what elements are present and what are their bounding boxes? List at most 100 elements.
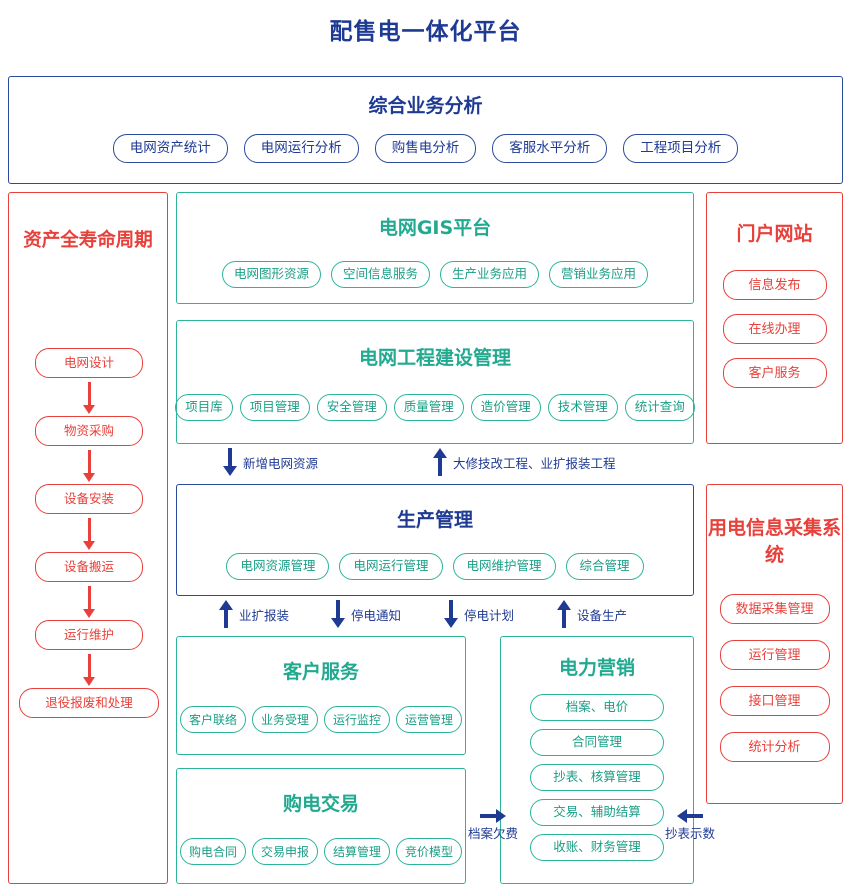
item-settlement-management[interactable]: 结算管理 bbox=[324, 838, 391, 865]
item-gis-marketing-application[interactable]: 营销业务应用 bbox=[549, 261, 649, 288]
arrow-up-icon bbox=[556, 600, 572, 628]
arrow-right-icon bbox=[480, 808, 506, 824]
arrow-up-icon bbox=[218, 600, 234, 628]
production-items: 电网资源管理 电网运行管理 电网维护管理 综合管理 bbox=[177, 553, 693, 580]
connector-overhaul-projects: 大修技改工程、业扩报装工程 bbox=[432, 448, 616, 476]
item-purchase-contract[interactable]: 购电合同 bbox=[179, 838, 246, 865]
item-grid-maintenance-management[interactable]: 电网维护管理 bbox=[452, 553, 556, 580]
gis-items: 电网图形资源 空间信息服务 生产业务应用 营销业务应用 bbox=[177, 261, 693, 288]
item-project-management[interactable]: 项目管理 bbox=[239, 394, 310, 421]
item-trade-auxiliary-settlement[interactable]: 交易、辅助结算 bbox=[530, 799, 664, 826]
item-operation-monitoring[interactable]: 运行监控 bbox=[324, 706, 391, 733]
asset-step-material-procurement[interactable]: 物资采购 bbox=[35, 416, 143, 446]
item-operation-management[interactable]: 运营管理 bbox=[396, 706, 463, 733]
connector-label-meter-reading: 抄表示数 bbox=[665, 826, 716, 841]
marketing-items: 档案、电价 合同管理 抄表、核算管理 交易、辅助结算 收账、财务管理 bbox=[501, 694, 693, 861]
engineering-items: 项目库 项目管理 安全管理 质量管理 造价管理 技术管理 统计查询 bbox=[175, 394, 695, 421]
asset-arrow-3 bbox=[80, 518, 98, 550]
item-online-handling[interactable]: 在线办理 bbox=[722, 314, 827, 344]
item-grid-operation-management[interactable]: 电网运行管理 bbox=[339, 553, 443, 580]
asset-arrow-4 bbox=[80, 586, 98, 618]
item-grid-asset-statistics[interactable]: 电网资产统计 bbox=[112, 134, 228, 163]
panel-title-grid-gis: 电网GIS平台 bbox=[378, 217, 492, 239]
arrow-up-icon bbox=[432, 448, 448, 476]
asset-step-equipment-transport[interactable]: 设备搬运 bbox=[35, 552, 143, 582]
panel-customer-service: 客户服务 客户联络 业务受理 运行监控 运营管理 bbox=[176, 636, 466, 755]
panel-title-integrated-analysis: 综合业务分析 bbox=[368, 95, 483, 117]
item-meter-reading-accounting[interactable]: 抄表、核算管理 bbox=[530, 764, 664, 791]
item-collection-finance-management[interactable]: 收账、财务管理 bbox=[530, 834, 664, 861]
item-purchase-sale-analysis[interactable]: 购售电分析 bbox=[374, 134, 477, 163]
connector-label-outage-notice: 停电通知 bbox=[351, 607, 402, 623]
asset-arrow-1 bbox=[80, 382, 98, 414]
integrated-analysis-items: 电网资产统计 电网运行分析 购售电分析 客服水平分析 工程项目分析 bbox=[9, 134, 842, 163]
item-safety-management[interactable]: 安全管理 bbox=[316, 394, 387, 421]
connector-label-overhaul-projects: 大修技改工程、业扩报装工程 bbox=[453, 455, 616, 471]
item-trade-declaration[interactable]: 交易申报 bbox=[251, 838, 318, 865]
connector-outage-plan: 停电计划 bbox=[443, 600, 514, 628]
item-comprehensive-management[interactable]: 综合管理 bbox=[565, 553, 644, 580]
item-gis-spatial-info-service[interactable]: 空间信息服务 bbox=[330, 261, 430, 288]
panel-title-portal-website: 门户网站 bbox=[736, 223, 813, 245]
panel-engineering-construction: 电网工程建设管理 项目库 项目管理 安全管理 质量管理 造价管理 技术管理 统计… bbox=[175, 320, 695, 444]
item-technical-management[interactable]: 技术管理 bbox=[547, 394, 618, 421]
item-customer-service-level-analysis[interactable]: 客服水平分析 bbox=[492, 134, 608, 163]
asset-arrow-2 bbox=[80, 450, 98, 482]
connector-outage-notice: 停电通知 bbox=[330, 600, 401, 628]
portal-items: 信息发布 在线办理 客户服务 bbox=[707, 270, 842, 388]
item-gis-production-application[interactable]: 生产业务应用 bbox=[440, 261, 540, 288]
item-statistics-query[interactable]: 统计查询 bbox=[624, 394, 695, 421]
panel-title-power-purchase-trading: 购电交易 bbox=[282, 793, 359, 815]
item-contract-management[interactable]: 合同管理 bbox=[530, 729, 664, 756]
item-customer-contact[interactable]: 客户联络 bbox=[179, 706, 246, 733]
connector-business-expansion: 业扩报装 bbox=[218, 600, 289, 628]
arrow-down-icon bbox=[443, 600, 459, 628]
arrow-down-icon bbox=[222, 448, 238, 476]
item-archive-tariff[interactable]: 档案、电价 bbox=[530, 694, 664, 721]
connector-equipment-production: 设备生产 bbox=[556, 600, 627, 628]
panel-asset-lifecycle: 资产全寿命周期 电网设计 物资采购 设备安装 设备搬运 运行维护 退役报废和处理 bbox=[8, 192, 168, 884]
item-data-collection-management[interactable]: 数据采集管理 bbox=[719, 594, 830, 625]
asset-step-retirement-disposal[interactable]: 退役报废和处理 bbox=[19, 688, 159, 718]
panel-integrated-analysis: 综合业务分析 电网资产统计 电网运行分析 购售电分析 客服水平分析 工程项目分析 bbox=[8, 76, 843, 184]
panel-title-asset-lifecycle: 资产全寿命周期 bbox=[23, 230, 153, 251]
item-bidding-model[interactable]: 竞价模型 bbox=[396, 838, 463, 865]
page-title: 配售电一体化平台 bbox=[329, 19, 522, 45]
panel-grid-gis: 电网GIS平台 电网图形资源 空间信息服务 生产业务应用 营销业务应用 bbox=[176, 192, 694, 304]
item-interface-management[interactable]: 接口管理 bbox=[719, 686, 830, 717]
item-gis-graphic-resources[interactable]: 电网图形资源 bbox=[221, 261, 321, 288]
item-customer-service[interactable]: 客户服务 bbox=[722, 358, 827, 388]
asset-step-grid-design[interactable]: 电网设计 bbox=[35, 348, 143, 378]
item-grid-operation-analysis[interactable]: 电网运行分析 bbox=[243, 134, 359, 163]
panel-production-management: 生产管理 电网资源管理 电网运行管理 电网维护管理 综合管理 bbox=[176, 484, 694, 596]
panel-portal-website: 门户网站 信息发布 在线办理 客户服务 bbox=[706, 192, 843, 444]
power-purchase-items: 购电合同 交易申报 结算管理 竞价模型 bbox=[177, 838, 465, 865]
connector-label-archive-arrears: 档案欠费 bbox=[468, 826, 519, 841]
asset-step-operation-maintenance[interactable]: 运行维护 bbox=[35, 620, 143, 650]
panel-title-power-marketing: 电力营销 bbox=[558, 657, 635, 679]
connector-label-equipment-production: 设备生产 bbox=[577, 607, 628, 623]
panel-title-customer-service: 客户服务 bbox=[282, 661, 359, 683]
arrow-left-icon bbox=[677, 808, 703, 824]
arrow-down-icon bbox=[330, 600, 346, 628]
panel-title-engineering-construction: 电网工程建设管理 bbox=[358, 347, 511, 369]
asset-arrow-5 bbox=[80, 654, 98, 686]
connector-new-grid-resources: 新增电网资源 bbox=[222, 448, 318, 476]
item-quality-management[interactable]: 质量管理 bbox=[393, 394, 464, 421]
panel-title-production-management: 生产管理 bbox=[396, 509, 473, 531]
item-statistical-analysis[interactable]: 统计分析 bbox=[719, 732, 830, 763]
connector-label-new-grid-resources: 新增电网资源 bbox=[243, 455, 319, 471]
item-project-analysis[interactable]: 工程项目分析 bbox=[623, 134, 739, 163]
item-project-library[interactable]: 项目库 bbox=[175, 394, 233, 421]
item-information-release[interactable]: 信息发布 bbox=[722, 270, 827, 300]
panel-power-purchase-trading: 购电交易 购电合同 交易申报 结算管理 竞价模型 bbox=[176, 768, 466, 884]
asset-step-equipment-installation[interactable]: 设备安装 bbox=[35, 484, 143, 514]
panel-title-power-consumption-collection: 用电信息采集系统 bbox=[707, 517, 841, 566]
connector-label-outage-plan: 停电计划 bbox=[464, 607, 515, 623]
item-cost-management[interactable]: 造价管理 bbox=[470, 394, 541, 421]
item-operation-management[interactable]: 运行管理 bbox=[719, 640, 830, 671]
connector-archive-arrears: 档案欠费 bbox=[468, 808, 518, 843]
item-grid-resource-management[interactable]: 电网资源管理 bbox=[226, 553, 330, 580]
collection-items: 数据采集管理 运行管理 接口管理 统计分析 bbox=[707, 594, 842, 763]
item-business-acceptance[interactable]: 业务受理 bbox=[251, 706, 318, 733]
